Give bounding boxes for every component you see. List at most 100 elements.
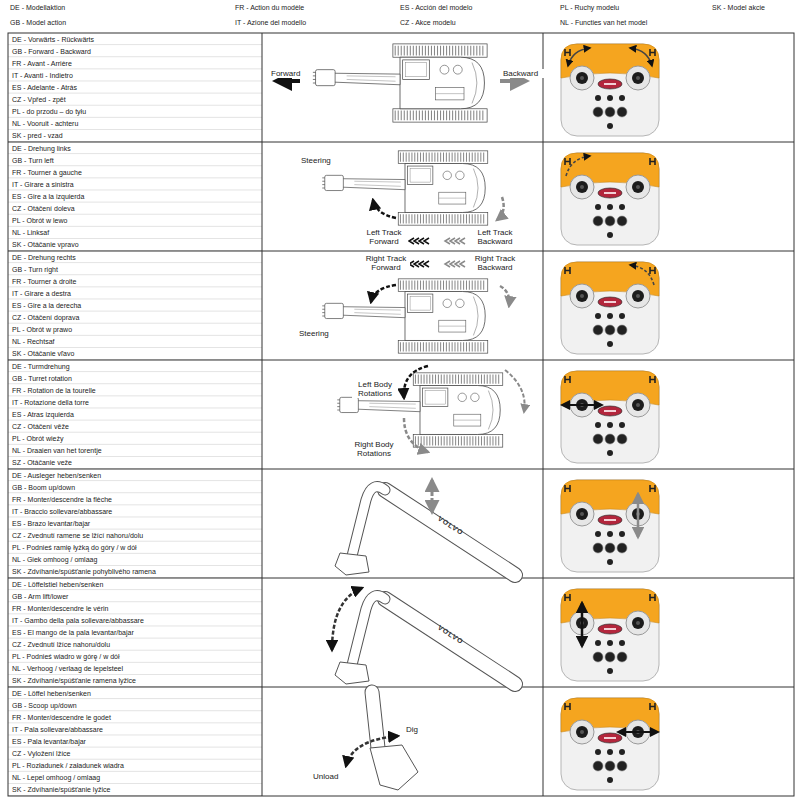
chevrons xyxy=(445,238,465,244)
boom xyxy=(385,599,515,684)
stick-arrow xyxy=(581,603,584,646)
arm xyxy=(352,596,385,665)
track-arrow xyxy=(500,286,509,306)
remote-control xyxy=(561,698,659,790)
boom xyxy=(385,490,515,575)
language-line: PL - Podnieś ramię łyżką do góry / w dół xyxy=(12,542,137,554)
language-line: GB - Forward - Backward xyxy=(12,46,91,58)
language-line: DE - Löffelstiel heben/senken xyxy=(12,579,103,591)
language-line: GB - Turn left xyxy=(12,155,54,167)
language-line: FR - Monter/descendre la flèche xyxy=(12,494,112,506)
language-line: DE - Ausleger heben/senken xyxy=(12,470,101,482)
table-border xyxy=(8,33,794,796)
language-line: FR - Rotation de la tourelle xyxy=(12,385,96,397)
language-line: FR - Avant - Arrière xyxy=(12,58,72,70)
language-line: IT - Pala sollevare/abbassare xyxy=(12,724,103,736)
language-line: PL - Obrót w prawo xyxy=(12,324,72,336)
language-line: IT - Girare a destra xyxy=(12,288,71,300)
boom xyxy=(385,490,515,575)
arm-figure xyxy=(332,588,659,684)
callout-label: Right Track Backward xyxy=(470,254,520,272)
callout-label: Right Track Forward xyxy=(362,254,410,272)
language-line: FR - Monter/descendre le godet xyxy=(12,712,111,724)
language-line: SZ - Otáčanie veže xyxy=(12,457,72,469)
language-line: NL - Verhoog / verlaag de lepelsteel xyxy=(12,663,123,675)
track-arrow xyxy=(497,197,504,220)
column-header: IT - Azione del modello xyxy=(235,18,306,28)
language-line: PL - Rozładunek / załadunek wiadra xyxy=(12,760,124,772)
row-line xyxy=(8,142,794,687)
rotation-arrow xyxy=(404,418,428,452)
remote-control xyxy=(561,153,659,245)
language-line: SK - pred - vzad xyxy=(12,130,63,142)
chevrons xyxy=(409,238,429,244)
column-header: FR - Action du modèle xyxy=(235,3,304,13)
language-line: CZ - Vpřed - zpět xyxy=(12,94,66,106)
column-header: NL - Functies van het model xyxy=(560,18,647,28)
language-line: NL - Giek omhoog / omlaag xyxy=(12,554,97,566)
language-line: ES - Brazo levantar/bajar xyxy=(12,518,90,530)
language-line: GB - Boom up/down xyxy=(12,482,75,494)
column-header: PL - Ruchy modelu xyxy=(560,3,619,13)
boom xyxy=(385,599,515,684)
turn-right-figure xyxy=(322,261,659,354)
language-line: ES - Gire a la derecha xyxy=(12,300,81,312)
column-line xyxy=(262,33,263,796)
language-line: NL - Linksaf xyxy=(12,227,49,239)
excavator-top-view xyxy=(322,151,488,225)
callout-label: Left Track Backward xyxy=(470,228,520,246)
callout-label: Backward xyxy=(502,69,544,78)
excavator-top-view xyxy=(322,279,488,353)
language-line: SK - Zdvíhanie/spúšťanie pohyblivého ram… xyxy=(12,566,156,578)
arm xyxy=(352,487,385,556)
language-line: DE - Vorwärts - Rückwärts xyxy=(12,34,94,46)
forward-backward-figure xyxy=(276,44,659,136)
cell-rules xyxy=(8,33,262,796)
language-line: SK - Otáčanie vpravo xyxy=(12,239,79,251)
track-arrow xyxy=(373,200,396,218)
boom-figure xyxy=(335,480,659,575)
column-line xyxy=(543,33,544,796)
language-line: DE - Löffel heben/senken xyxy=(12,688,91,700)
chevrons xyxy=(409,261,429,267)
language-line: ES - Pala levantar/bajar xyxy=(12,736,86,748)
language-line: CZ - Zvednutí lžíce nahoru/dolu xyxy=(12,639,110,651)
table-grid xyxy=(8,33,794,796)
language-line: PL - Obrót wieży xyxy=(12,433,63,445)
column-header: DE - Modellaktion xyxy=(10,3,65,13)
language-line: CZ - Zvednutí ramene se lžící nahoru/dol… xyxy=(12,530,143,542)
rotation-arrow xyxy=(404,366,428,398)
language-line: FR - Tourner à gauche xyxy=(12,167,82,179)
callout-label: Forward xyxy=(270,69,312,78)
stick-arrow xyxy=(630,48,652,66)
scoop-figure xyxy=(346,692,659,790)
language-line: NL - Lepel omhoog / omlaag xyxy=(12,772,100,784)
remote-control xyxy=(561,480,659,572)
callout-label: Dig xyxy=(405,725,429,734)
language-line: CZ - Otáčení věže xyxy=(12,421,69,433)
language-line: CZ - Otáčení doleva xyxy=(12,203,75,215)
remote-control xyxy=(561,589,659,681)
language-line: PL - Obrót w lewo xyxy=(12,215,67,227)
language-line: IT - Avanti - Indietro xyxy=(12,70,73,82)
arm xyxy=(352,596,385,665)
language-line: NL - Rechtsaf xyxy=(12,336,55,348)
remote-control xyxy=(561,262,659,354)
stick-arrow xyxy=(566,156,590,176)
language-line: DE - Turmdrehung xyxy=(12,361,70,373)
callout-label: Left Track Forward xyxy=(360,228,408,246)
column-header: GB - Model action xyxy=(10,18,66,28)
language-line: ES - Adelante - Atrás xyxy=(12,82,77,94)
turret-figure xyxy=(337,366,659,463)
callout-label: Right Body Rotations xyxy=(350,440,398,458)
brand-label: VOLVO xyxy=(436,624,465,646)
callout-label: Steering xyxy=(300,156,342,165)
language-line: CZ - Vyložení lžíce xyxy=(12,748,70,760)
bucket xyxy=(335,662,369,684)
chevrons xyxy=(445,261,465,267)
language-line: DE - Drehung rechts xyxy=(12,252,76,264)
turn-left-figure xyxy=(322,151,659,245)
language-line: ES - El mango de la pala levantar/bajar xyxy=(12,627,134,639)
